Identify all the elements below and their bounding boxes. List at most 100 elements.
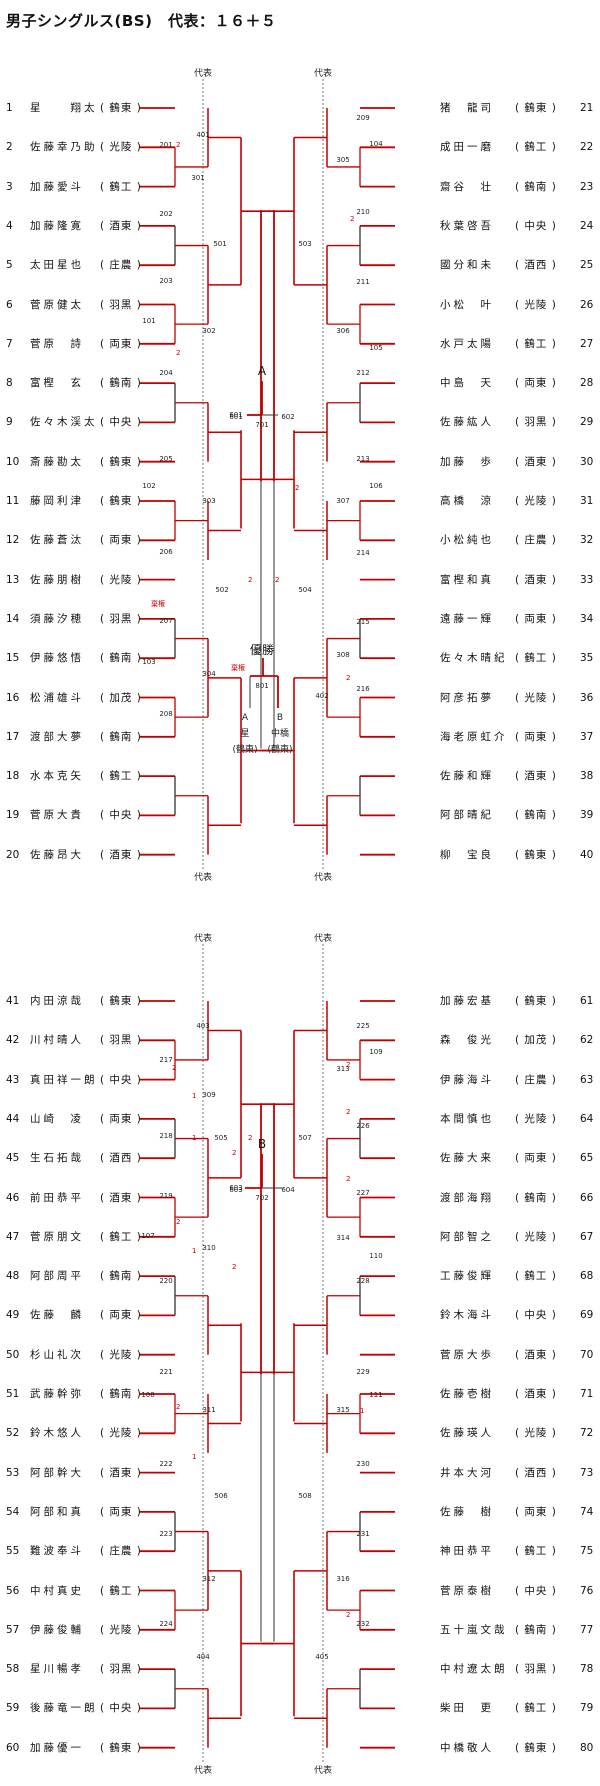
- match-number: 214: [356, 549, 370, 557]
- player-name: 遠藤一輝: [440, 612, 494, 625]
- seed-number: 41: [6, 995, 20, 1007]
- player-name: 水戸太陽: [440, 337, 494, 350]
- match-number: 110: [369, 1252, 382, 1260]
- match-number: 507: [298, 1134, 311, 1142]
- player-team: ( 鶴東 ): [515, 1741, 557, 1754]
- player-name: 杉山礼次: [30, 1348, 84, 1361]
- match-number: 302: [202, 327, 215, 335]
- seed-number: 47: [6, 1230, 20, 1243]
- seed-number: 46: [6, 1191, 20, 1204]
- player-team: ( 羽黒 ): [100, 1034, 142, 1047]
- match-number: 103: [142, 658, 155, 666]
- player-name: 齋谷 壮: [440, 180, 494, 193]
- player-name: 佐藤壱樹: [440, 1388, 494, 1400]
- seed-number: 28: [580, 377, 594, 390]
- player-name: 中島 天: [440, 377, 494, 390]
- match-number: 404: [196, 1653, 210, 1661]
- player-name: 渡部海翔: [440, 1191, 494, 1204]
- seed-number: 52: [6, 1427, 20, 1440]
- player-team: ( 庄農 ): [100, 259, 142, 272]
- match-number: 213: [356, 455, 369, 463]
- match-number: 701: [255, 421, 268, 429]
- player-name: 斎藤勘太: [30, 455, 84, 468]
- player-name: 真田祥一朗: [30, 1073, 98, 1086]
- seed-number: 79: [580, 1702, 594, 1715]
- player-team: ( 鶴工 ): [100, 180, 142, 193]
- player-name: 菅原朋文: [30, 1230, 84, 1243]
- match-number: 211: [356, 278, 369, 286]
- match-number: 315: [336, 1406, 349, 1414]
- player-team: ( 庄農 ): [515, 534, 557, 547]
- seed-number: 74: [580, 1505, 594, 1518]
- player-team: ( 鶴工 ): [515, 1270, 557, 1283]
- score-mark: 1: [192, 1134, 196, 1142]
- player-team: ( 両東 ): [100, 1309, 142, 1322]
- match-number: 206: [159, 548, 173, 556]
- score-mark: 2: [176, 1218, 180, 1226]
- player-name: 柴田 更: [440, 1702, 494, 1715]
- player-team: ( 庄農 ): [100, 1545, 142, 1558]
- semi-letter: B: [258, 1137, 266, 1151]
- rep-label: 代表: [194, 67, 212, 79]
- player-team: ( 鶴南 ): [515, 180, 557, 193]
- match-number: 506: [214, 1492, 228, 1500]
- match-number: 217: [159, 1056, 172, 1064]
- match-number: 604: [281, 1186, 295, 1194]
- seed-number: 69: [580, 1309, 594, 1322]
- player-name: 國分和未: [440, 259, 494, 272]
- player-team: ( 鶴工 ): [100, 770, 142, 783]
- match-number: 312: [202, 1575, 215, 1583]
- player-name: 渡部大夢: [30, 730, 84, 743]
- match-number: 204: [159, 369, 173, 377]
- match-number: 221: [159, 1368, 172, 1376]
- match-number: 105: [369, 344, 382, 352]
- seed-number: 80: [580, 1741, 594, 1754]
- match-number: 309: [202, 1091, 215, 1099]
- player-name: 伊藤俊輔: [30, 1623, 84, 1636]
- seed-number: 29: [580, 416, 594, 429]
- player-name: 富樫 玄: [30, 377, 84, 390]
- player-team: ( 中央 ): [515, 1584, 557, 1597]
- seed-number: 4: [6, 219, 13, 232]
- seed-number: 54: [6, 1505, 20, 1518]
- player-team: ( 鶴工 ): [515, 652, 557, 665]
- seed-number: 45: [6, 1152, 20, 1165]
- seed-number: 7: [6, 337, 13, 350]
- score-mark: 2: [295, 484, 299, 492]
- player-name: 後藤竜一朗: [30, 1702, 98, 1715]
- player-team: ( 酒東 ): [515, 1388, 557, 1400]
- player-team: ( 光陵 ): [515, 1427, 557, 1440]
- rep-label: 代表: [314, 871, 332, 883]
- player-team: ( 両東 ): [100, 1112, 142, 1125]
- player-team: ( 中央 ): [100, 1073, 142, 1086]
- score-mark: 2: [275, 576, 279, 584]
- match-number: 111: [369, 1391, 382, 1399]
- seed-number: 59: [6, 1702, 20, 1715]
- player-name: 佐藤蒼汰: [30, 534, 84, 547]
- match-number: 501: [213, 240, 226, 248]
- player-team: ( 両東 ): [515, 1152, 557, 1165]
